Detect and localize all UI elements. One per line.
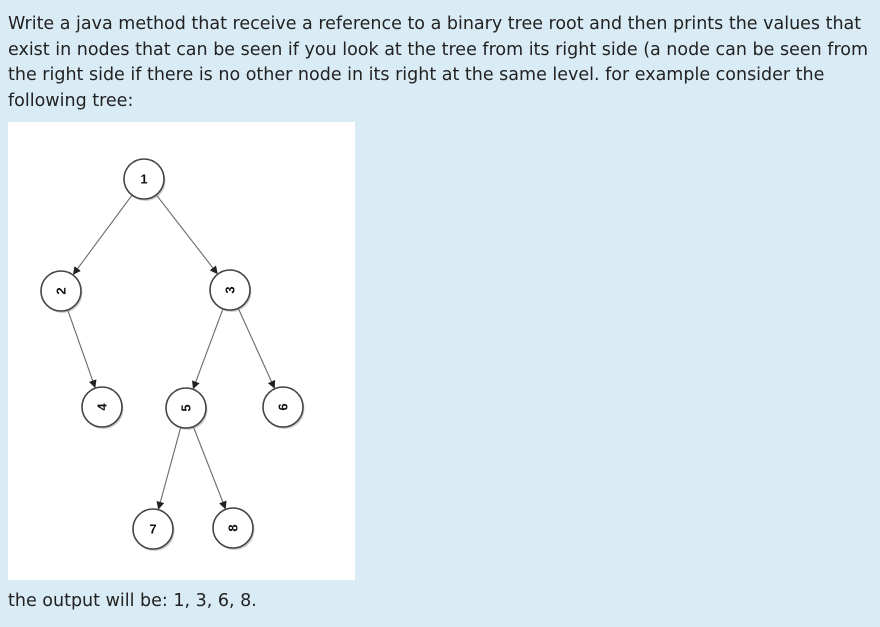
node-circle — [165, 387, 207, 429]
edge-5-8 — [192, 426, 227, 510]
node-label: 4 — [95, 403, 110, 411]
binary-tree-diagram: 1 2 3 4 5 6 7 8 — [40, 158, 305, 551]
output-text: the output will be: 1, 3, 6, 8. — [8, 591, 257, 611]
edge-1-3 — [155, 194, 218, 275]
tree-node-5: 5 — [165, 387, 208, 430]
tree-node-2: 2 — [40, 270, 83, 313]
binary-tree-figure: 1 2 3 4 5 6 7 8 — [8, 122, 355, 580]
tree-nodes: 1 2 3 4 5 6 7 8 — [40, 158, 305, 551]
tree-node-1: 1 — [123, 158, 166, 201]
node-circle — [132, 508, 174, 550]
edge-3-5 — [192, 308, 224, 390]
question-text: Write a java method that receive a refer… — [8, 14, 869, 111]
node-label: 2 — [54, 287, 69, 294]
node-circle — [209, 269, 251, 311]
node-label: 8 — [226, 524, 241, 531]
node-label: 5 — [179, 404, 194, 411]
node-label: 1 — [140, 172, 147, 187]
edge-3-6 — [237, 307, 276, 389]
tree-node-8: 8 — [212, 507, 255, 550]
node-circle — [262, 386, 304, 428]
tree-node-4: 4 — [81, 386, 124, 429]
node-label: 7 — [149, 522, 156, 537]
tree-edges — [67, 194, 276, 510]
node-circle — [212, 507, 254, 549]
node-label: 3 — [223, 286, 238, 293]
edge-2-4 — [67, 309, 97, 389]
edge-1-2 — [72, 194, 133, 275]
edge-5-7 — [156, 427, 182, 510]
node-label: 6 — [276, 403, 291, 410]
node-circle — [81, 386, 123, 428]
tree-node-7: 7 — [132, 508, 175, 551]
tree-node-3: 3 — [209, 269, 252, 312]
tree-node-6: 6 — [262, 386, 305, 429]
node-circle — [123, 158, 165, 200]
node-circle — [40, 270, 82, 312]
